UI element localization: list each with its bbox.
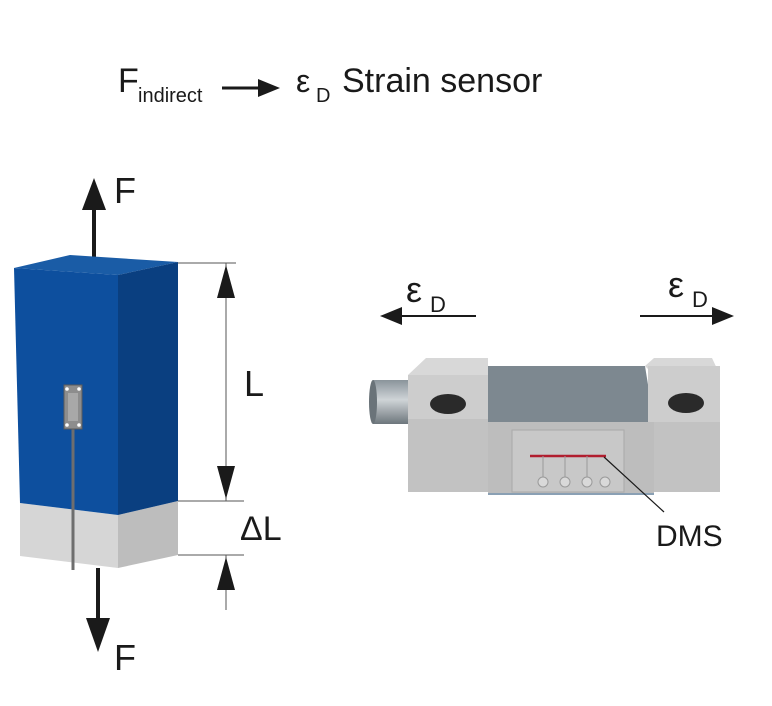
length-label: L <box>244 363 264 404</box>
mount-hole-left <box>430 394 466 414</box>
length-dimension-arrows <box>217 265 235 590</box>
strain-left-symbol: ε <box>406 269 422 310</box>
title-arrow <box>222 79 280 97</box>
delta-length-label: ΔL <box>240 510 282 548</box>
specimen-base-side <box>118 501 178 568</box>
right-figure: ε D ε D <box>369 264 734 553</box>
specimen-block-side <box>118 262 178 515</box>
title-strain-text: Strain sensor <box>342 62 542 100</box>
force-arrow-up <box>82 178 106 262</box>
title-force-symbol: F <box>118 62 139 100</box>
specimen-block-top <box>14 255 178 275</box>
force-label-bottom: F <box>114 637 136 678</box>
title-force-subscript: indirect <box>138 85 203 107</box>
strain-arrow-right <box>640 307 734 325</box>
force-label-top: F <box>114 170 136 211</box>
strain-gauge <box>63 384 83 430</box>
dimension-lines <box>178 262 244 610</box>
sensor-left-block-top <box>408 358 488 375</box>
cable-connector <box>369 380 413 424</box>
sensor-window <box>488 366 654 422</box>
strain-arrow-left <box>380 307 476 325</box>
title: F indirect ε D Strain sensor <box>118 62 542 107</box>
sensor-right-block-lower <box>654 422 720 492</box>
strain-right-symbol: ε <box>668 264 684 305</box>
specimen-base-front <box>20 503 118 568</box>
strain-right-subscript: D <box>692 287 708 312</box>
dms-pointer <box>603 456 665 513</box>
sensor-left-block-lower <box>408 419 488 492</box>
mount-hole-right <box>668 393 704 413</box>
title-strain-subscript: D <box>316 85 330 107</box>
title-strain-symbol: ε <box>296 63 310 99</box>
dms-label: DMS <box>656 520 723 553</box>
strain-left-subscript: D <box>430 292 446 317</box>
force-arrow-down <box>86 568 110 652</box>
left-figure: F F <box>14 170 282 678</box>
dms-gauge <box>530 454 611 488</box>
